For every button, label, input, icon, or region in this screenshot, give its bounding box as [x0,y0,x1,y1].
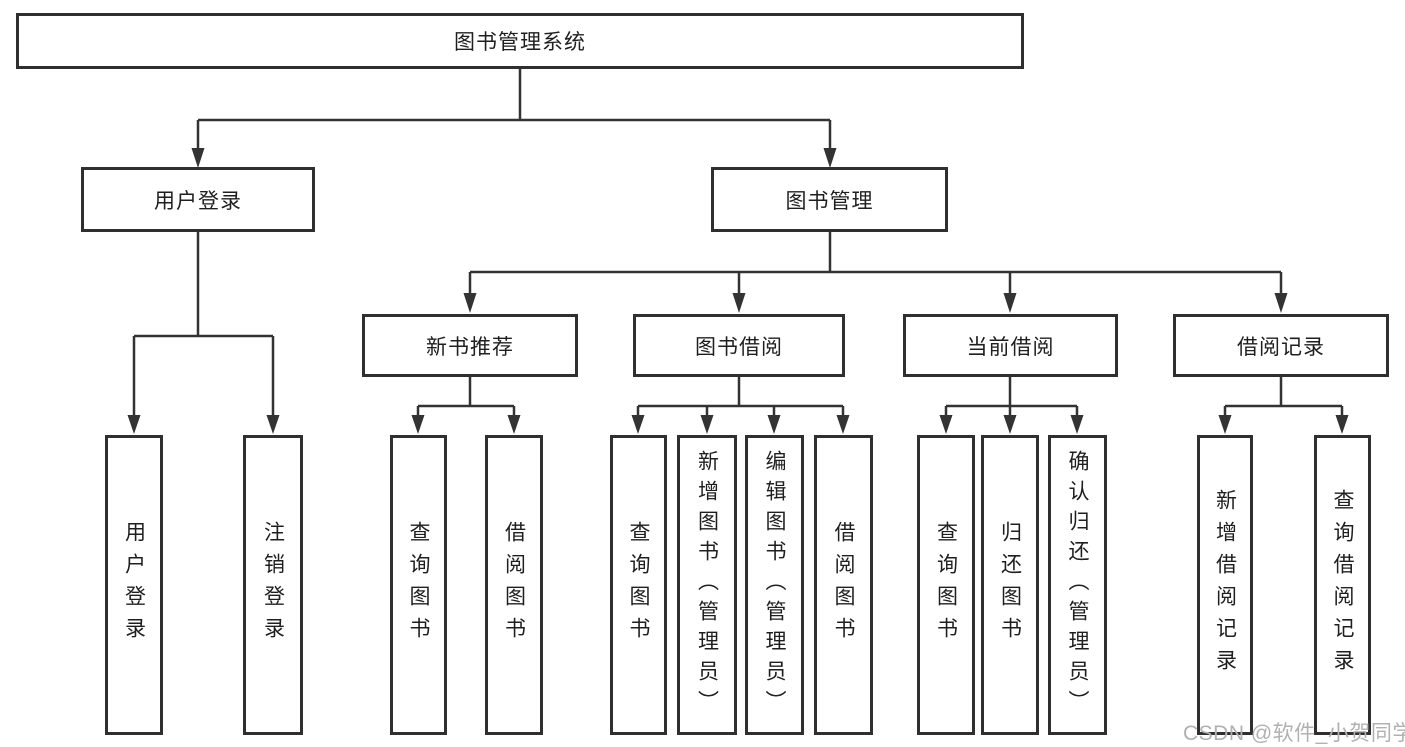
leaf-query-books-borrowing: 查询图书 [610,435,667,735]
node-book-borrowing: 图书借阅 [633,314,845,377]
node-current-borrowing: 当前借阅 [903,314,1118,377]
leaf-logout: 注销登录 [243,435,303,735]
node-book-management: 图书管理 [711,167,948,232]
leaf-query-books-recommend-label: 查询图书 [407,521,430,649]
leaf-query-borrow-record-label: 查询借阅记录 [1331,489,1354,681]
leaf-query-books-recommend: 查询图书 [390,435,447,735]
node-book-borrowing-label: 图书借阅 [695,335,783,359]
node-new-book-recommend-label: 新书推荐 [426,335,514,359]
leaf-borrow-books-recommend-label: 借阅图书 [502,521,526,649]
node-root: 图书管理系统 [16,13,1024,69]
node-user-login: 用户登录 [81,167,315,232]
leaf-edit-book-admin-label: 编辑图书（管理员） [763,450,786,720]
node-root-label: 图书管理系统 [454,31,586,54]
node-borrow-records-label: 借阅记录 [1237,335,1325,359]
leaf-query-books-current: 查询图书 [917,435,975,735]
leaf-confirm-return-admin: 确认归还（管理员） [1048,435,1107,735]
leaf-edit-book-admin: 编辑图书（管理员） [745,435,804,735]
node-current-borrowing-label: 当前借阅 [966,335,1055,359]
node-new-book-recommend: 新书推荐 [362,314,578,377]
leaf-add-borrow-record: 新增借阅记录 [1197,435,1253,735]
leaf-user-login: 用户登录 [105,435,163,735]
leaf-borrow-books-recommend: 借阅图书 [485,435,543,735]
leaf-query-books-borrowing-label: 查询图书 [627,521,650,649]
leaf-user-login-label: 用户登录 [122,521,146,649]
node-borrow-records: 借阅记录 [1173,314,1389,377]
leaf-add-book-admin-label: 新增图书（管理员） [695,450,719,720]
leaf-return-book: 归还图书 [981,435,1039,735]
leaf-add-book-admin: 新增图书（管理员） [677,435,737,735]
node-book-management-label: 图书管理 [785,189,874,213]
leaf-borrow-books-2: 借阅图书 [814,435,873,735]
watermark: CSDN @软件_小贺同学 [1183,722,1405,745]
leaf-query-books-current-label: 查询图书 [934,521,958,649]
leaf-query-borrow-record: 查询借阅记录 [1314,435,1371,735]
leaf-return-book-label: 归还图书 [998,521,1022,649]
leaf-logout-label: 注销登录 [261,521,285,649]
leaf-confirm-return-admin-label: 确认归还（管理员） [1066,450,1089,720]
leaf-add-borrow-record-label: 新增借阅记录 [1213,489,1237,681]
leaf-borrow-books-2-label: 借阅图书 [832,521,855,649]
node-user-login-label: 用户登录 [154,189,242,213]
